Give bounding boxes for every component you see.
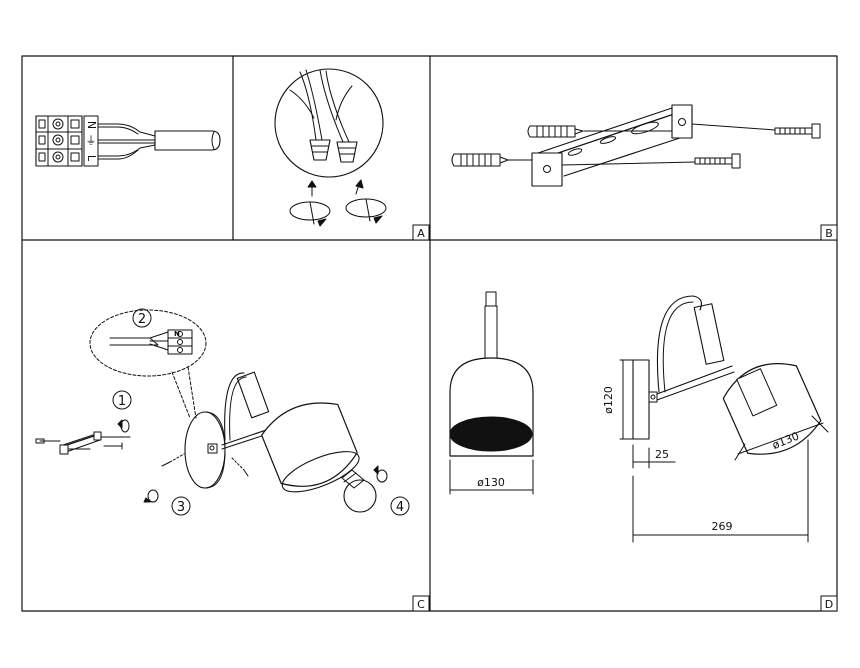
wire-connector-detail bbox=[274, 68, 387, 227]
step-one-marker: 1 bbox=[112, 390, 132, 410]
step-two-marker: 2 bbox=[132, 308, 152, 328]
terminal-label-n: N bbox=[85, 121, 98, 129]
dim-total-length: 269 bbox=[712, 520, 733, 533]
panel-label-a: A bbox=[412, 224, 430, 241]
panel-label-d: D bbox=[820, 595, 838, 612]
terminal-label-l: L bbox=[85, 155, 98, 162]
installation-overview: N bbox=[35, 309, 388, 513]
svg-text:3: 3 bbox=[177, 500, 185, 515]
panel-label-b: B bbox=[820, 224, 838, 241]
dim-height: ø120 bbox=[602, 386, 615, 414]
step-three-marker: 3 bbox=[171, 496, 191, 516]
svg-text:A: A bbox=[417, 227, 425, 240]
svg-text:1: 1 bbox=[118, 394, 126, 409]
side-view-drawing bbox=[619, 295, 829, 543]
svg-text:D: D bbox=[825, 598, 833, 611]
terminal-block-wiring: N ⏚ L bbox=[35, 115, 221, 167]
dim-front-diameter: ø130 bbox=[477, 476, 505, 489]
svg-text:2: 2 bbox=[138, 312, 146, 327]
step-four-marker: 4 bbox=[390, 496, 410, 516]
svg-text:N: N bbox=[174, 330, 180, 338]
panel-label-c: C bbox=[412, 595, 430, 612]
front-view-drawing bbox=[449, 291, 534, 495]
terminal-label-earth: ⏚ bbox=[86, 134, 97, 147]
mounting-bracket-exploded bbox=[451, 104, 821, 187]
svg-text:C: C bbox=[417, 598, 425, 611]
svg-text:4: 4 bbox=[396, 500, 404, 515]
dim-offset: 25 bbox=[655, 448, 669, 461]
svg-text:B: B bbox=[825, 227, 833, 240]
